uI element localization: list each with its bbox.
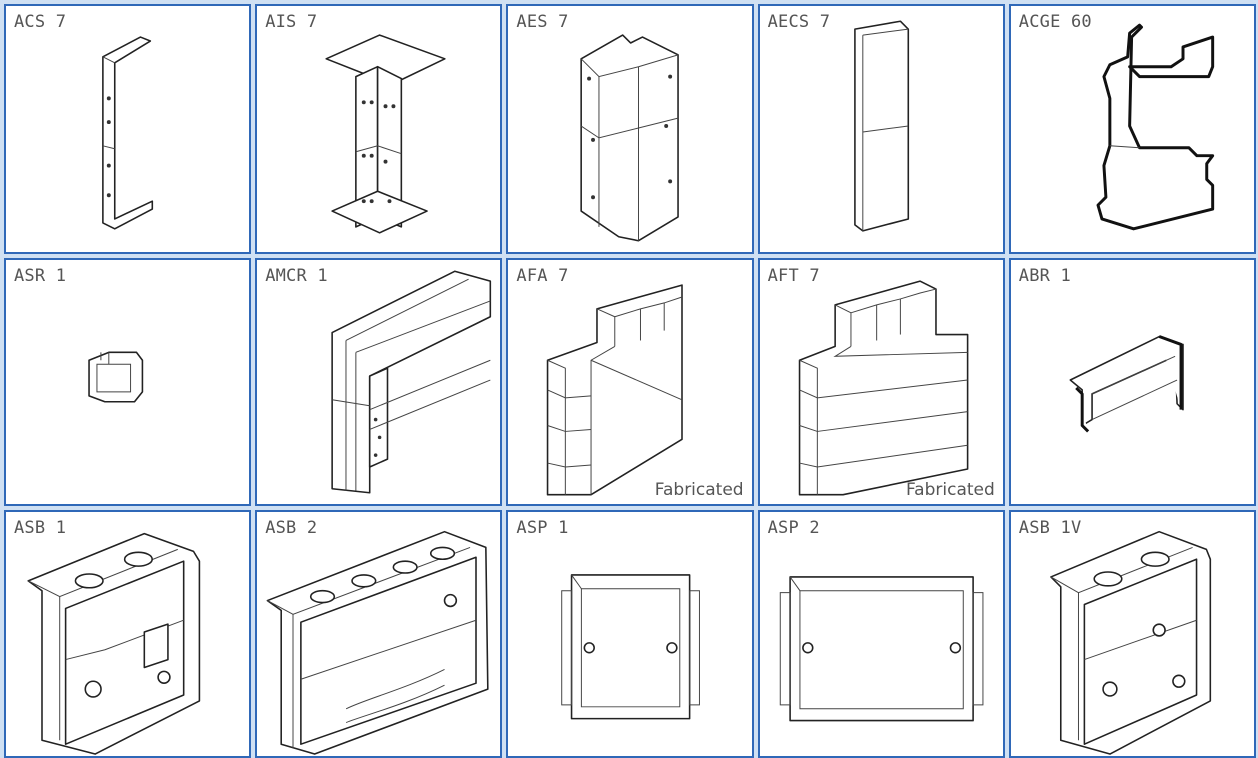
product-code: ACS 7 <box>14 12 67 32</box>
product-code: AIS 7 <box>265 12 318 32</box>
product-code: ASB 2 <box>265 518 318 538</box>
fabricated-note: Fabricated <box>905 480 995 500</box>
product-card-asb1v[interactable]: ASB 1V <box>1008 510 1256 758</box>
product-card-afa7[interactable]: AFA 7 Fabricated <box>506 258 754 506</box>
product-code: ASP 1 <box>516 518 569 538</box>
product-card-asb1[interactable]: ASB 1 <box>4 510 252 758</box>
product-code: AFT 7 <box>767 266 820 286</box>
product-card-acs7[interactable]: ACS 7 <box>4 4 252 254</box>
flat-tee-icon <box>798 280 968 496</box>
product-card-asr1[interactable]: ASR 1 <box>4 258 252 506</box>
external-angle-icon <box>580 34 680 242</box>
product-card-amcr1[interactable]: AMCR 1 <box>255 258 503 506</box>
product-code: ABR 1 <box>1018 266 1071 286</box>
product-code: AMCR 1 <box>265 266 328 286</box>
product-card-acge60[interactable]: ACGE 60 <box>1008 4 1256 254</box>
product-card-asb2[interactable]: ASB 2 <box>255 510 503 758</box>
product-code: ASB 1 <box>14 518 67 538</box>
trunking-length-icon <box>331 270 492 494</box>
single-socket-box-vertical-icon <box>1049 530 1211 755</box>
product-code: AFA 7 <box>516 266 569 286</box>
product-code: ASP 2 <box>767 518 820 538</box>
internal-angle-icon <box>325 34 446 234</box>
product-card-asp1[interactable]: ASP 1 <box>506 510 754 758</box>
double-socket-box-icon <box>266 530 489 755</box>
product-code: ASB 1V <box>1018 518 1082 538</box>
product-card-asp2[interactable]: ASP 2 <box>757 510 1005 758</box>
product-code: ACGE 60 <box>1018 12 1092 32</box>
fabricated-note: Fabricated <box>654 480 744 500</box>
profile-section-icon <box>1096 23 1214 231</box>
product-card-aft7[interactable]: AFT 7 Fabricated <box>757 258 1005 506</box>
product-code: AES 7 <box>516 12 569 32</box>
bridge-clip-icon <box>1069 335 1184 433</box>
product-code: AECS 7 <box>767 12 831 32</box>
product-grid: ACS 7 AIS 7 AES 7 <box>4 4 1256 758</box>
single-plate-icon <box>561 574 701 720</box>
single-socket-box-icon <box>27 532 201 755</box>
product-card-aecs7[interactable]: AECS 7 <box>757 4 1005 254</box>
product-code: ASR 1 <box>14 266 67 286</box>
coupler-strip-icon <box>102 36 154 230</box>
end-cap-icon <box>853 20 909 232</box>
double-plate-icon <box>779 576 984 722</box>
sleeve-ring-icon <box>88 351 144 403</box>
product-card-aes7[interactable]: AES 7 <box>506 4 754 254</box>
flat-angle-icon <box>547 284 684 496</box>
product-card-ais7[interactable]: AIS 7 <box>255 4 503 254</box>
product-card-abr1[interactable]: ABR 1 <box>1008 258 1256 506</box>
